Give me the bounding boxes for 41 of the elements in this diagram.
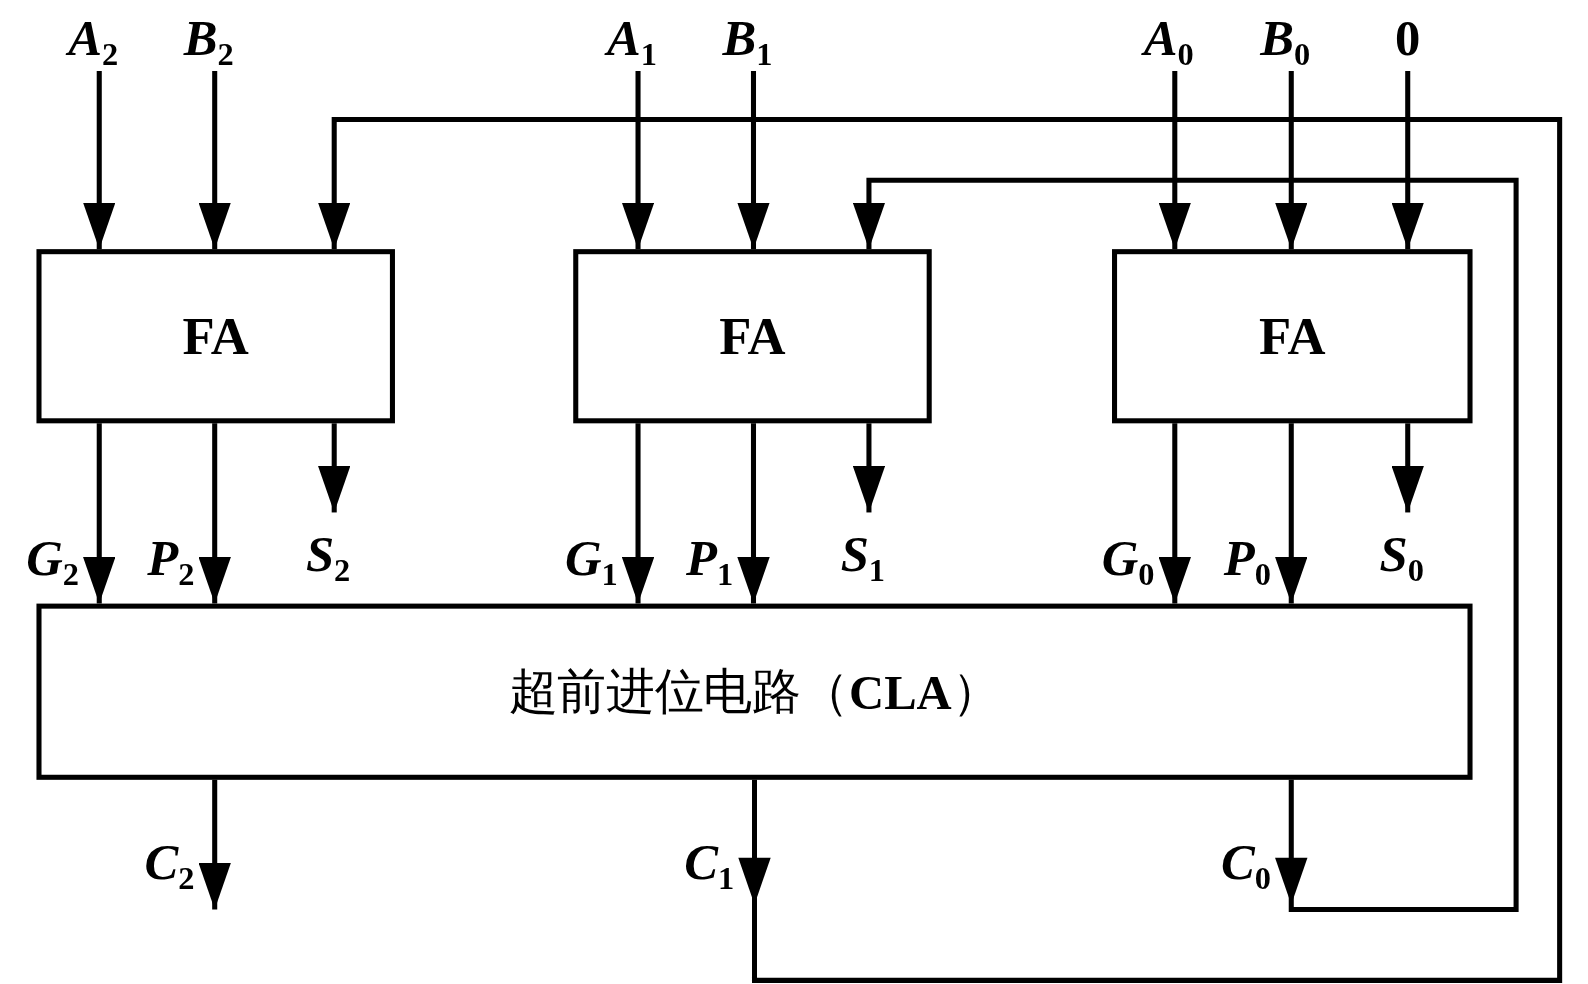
output-label: S$_{0}$: [1379, 528, 1424, 580]
input-label: A$_{0}$: [1143, 12, 1194, 63]
arrow: [1158, 423, 1191, 604]
arrow: [318, 423, 351, 513]
arrow: [852, 423, 886, 513]
edge-label: C$_{1}$: [684, 836, 735, 888]
input-label: B$_{0}$: [1260, 12, 1311, 63]
carry-lookahead-box: 超前进位电路（CLA）: [36, 603, 1473, 780]
arrow: [737, 423, 770, 604]
arrow: [852, 177, 1519, 912]
edge-label: G$_{1}$: [565, 532, 618, 584]
edge-label: G$_{0}$: [1101, 532, 1155, 584]
arrow: [198, 423, 231, 604]
input-label: 0: [1395, 12, 1421, 63]
output-label: S$_{2}$: [305, 528, 351, 580]
edge-label: P$_{1}$: [686, 532, 734, 584]
input-label: B$_{2}$: [183, 12, 234, 63]
arrow: [1275, 70, 1308, 250]
arrow: [1391, 70, 1424, 250]
edge-label: C$_{0}$: [1221, 836, 1271, 888]
full-adder-box: FA: [1112, 249, 1473, 424]
arrow: [83, 70, 116, 250]
edge-label: C$_{2}$: [144, 836, 195, 888]
arrow: [737, 70, 770, 250]
edge-label: G$_{2}$: [26, 532, 79, 584]
arrow: [198, 779, 231, 910]
full-adder-box: FA: [573, 249, 932, 424]
arrow: [1158, 70, 1191, 250]
full-adder-box: FA: [36, 249, 395, 424]
input-label: B$_{1}$: [722, 12, 773, 63]
arrow: [83, 423, 116, 604]
arrow: [1275, 423, 1308, 604]
edge-label: P$_{2}$: [147, 532, 195, 584]
arrow: [318, 117, 1563, 983]
arrow: [198, 70, 231, 250]
arrow: [1391, 423, 1424, 513]
arrow: [621, 423, 655, 604]
arrow: [621, 70, 655, 250]
output-label: S$_{1}$: [840, 528, 886, 580]
input-label: A$_{1}$: [606, 12, 657, 63]
edge-label: P$_{0}$: [1223, 532, 1271, 584]
